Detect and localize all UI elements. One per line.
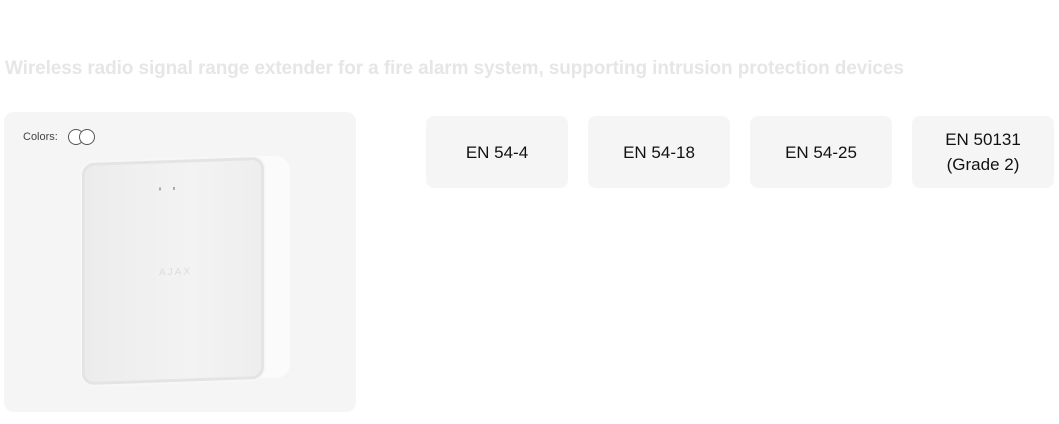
badge-label: EN 50131 — [945, 130, 1021, 149]
colors-label: Colors: — [23, 131, 58, 143]
product-image-card: Colors: AJAX — [4, 112, 356, 412]
color-swatch-white-2[interactable] — [78, 129, 95, 145]
led-icon — [173, 186, 175, 190]
color-swatches — [67, 129, 96, 145]
product-subtitle: Wireless radio signal range extender for… — [5, 58, 904, 79]
product-image: AJAX — [80, 156, 290, 386]
brand-logo: AJAX — [159, 266, 193, 279]
color-selector: Colors: — [23, 129, 96, 145]
badge-label: EN 54-4 — [465, 142, 529, 162]
device-face: AJAX — [82, 156, 264, 386]
badge-label: EN 54-25 — [785, 142, 857, 162]
certification-list: EN 54-4 EN 54-18 EN 54-25 EN 50131 (Grade… — [426, 116, 1054, 188]
badge-sublabel: (Grade 2) — [946, 155, 1020, 174]
certification-badge: EN 50131 (Grade 2) — [912, 116, 1054, 188]
certification-badge: EN 54-25 — [750, 116, 892, 188]
led-icon — [159, 187, 161, 191]
certification-badge: EN 54-4 — [426, 116, 568, 188]
badge-label: EN 54-18 — [623, 142, 695, 162]
certification-badge: EN 54-18 — [588, 116, 730, 188]
